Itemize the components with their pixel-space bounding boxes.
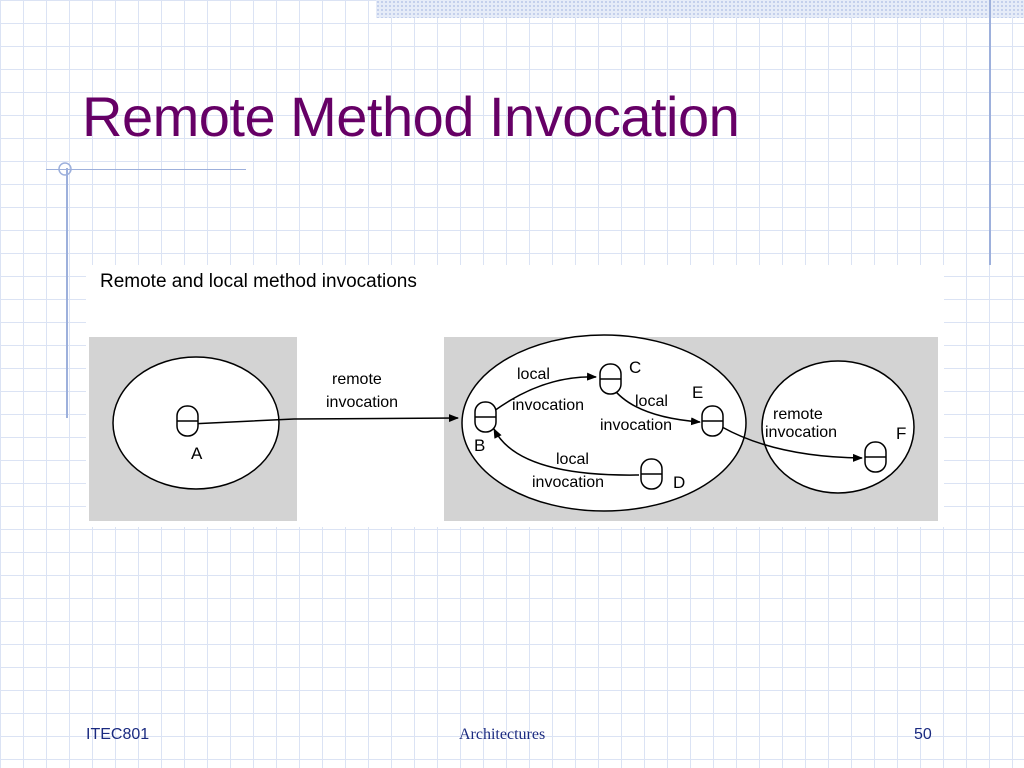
footer-course: ITEC801: [86, 726, 150, 743]
left-decorative-rule: [66, 168, 68, 418]
arrow-d-to-b: [493, 428, 640, 476]
rmi-diagram-svg: Remote and local method invocations: [89, 271, 938, 521]
local-invocation-bc-line1: local: [517, 366, 550, 383]
object-e-icon: [701, 405, 724, 437]
object-b-icon: [474, 401, 497, 433]
object-b-label: B: [474, 436, 485, 455]
object-f-label: F: [896, 424, 906, 443]
process-ellipse-bcde: [461, 334, 747, 512]
object-d-icon: [640, 458, 663, 490]
object-a-icon: [176, 405, 199, 437]
local-invocation-db-line2: invocation: [532, 474, 604, 491]
right-decorative-rule: [989, 0, 991, 265]
remote-invocation-ab-line2: invocation: [326, 394, 398, 411]
top-decorative-band: [376, 0, 1024, 18]
arrow-e-to-f: [721, 426, 863, 462]
arrow-a-to-b: [189, 414, 459, 425]
diagram-caption: Remote and local method invocations: [100, 271, 417, 292]
remote-invocation-ab-line1: remote: [332, 371, 382, 388]
local-invocation-bc-line2: invocation: [512, 397, 584, 414]
object-c-icon: [599, 363, 622, 395]
object-e-label: E: [692, 383, 703, 402]
local-invocation-ce-line1: local: [635, 393, 668, 410]
footer-page-number: 50: [914, 726, 932, 743]
title-underline-rule: [46, 169, 246, 170]
arrow-b-to-c: [493, 372, 597, 412]
crosshair-icon: [58, 162, 72, 176]
object-c-label: C: [629, 358, 641, 377]
object-f-icon: [864, 441, 887, 473]
arrow-c-to-e: [611, 386, 701, 426]
footer-topic: Architectures: [459, 726, 546, 743]
local-invocation-db-line1: local: [556, 451, 589, 468]
object-d-label: D: [673, 473, 685, 492]
slide-title: Remote Method Invocation: [82, 85, 740, 148]
remote-invocation-ef-line1: remote: [773, 406, 823, 423]
remote-invocation-ef-line2: invocation: [765, 424, 837, 441]
rmi-diagram: Remote and local method invocations: [86, 265, 944, 527]
object-a-label: A: [191, 444, 203, 463]
local-invocation-ce-line2: invocation: [600, 417, 672, 434]
